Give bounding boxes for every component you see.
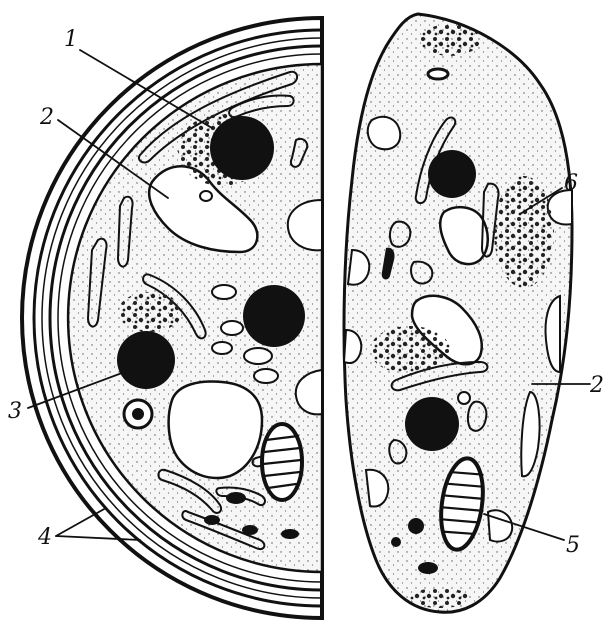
- right-dark-body-mid: [405, 397, 459, 451]
- label-1: 1: [64, 27, 78, 52]
- right-dark-body-top: [428, 150, 476, 198]
- left-cell: [22, 18, 322, 618]
- left-vesicle-4: [244, 348, 272, 364]
- right-small-body: [428, 69, 448, 79]
- leader-4a: [56, 508, 106, 536]
- right-granules-bottom: [410, 588, 470, 608]
- right-granules-6: [494, 176, 554, 288]
- label-3: 3: [8, 399, 22, 424]
- right-granules-mid: [370, 326, 450, 374]
- left-vacuole: [169, 382, 262, 478]
- right-dark-body-tiny: [418, 562, 438, 574]
- label-2-left: 2: [39, 105, 54, 130]
- right-vacuole-top: [368, 117, 400, 149]
- left-vesicle-1: [212, 285, 236, 299]
- left-vesicle-3: [212, 342, 232, 354]
- right-ring-small: [458, 392, 470, 404]
- left-dark-body-top: [210, 116, 274, 180]
- left-small-blob-1: [226, 492, 246, 504]
- label-4: 4: [37, 525, 52, 550]
- right-notch-4: [348, 250, 369, 285]
- right-granules-top: [420, 24, 480, 56]
- left-vesicle-6: [200, 191, 212, 201]
- left-vesicle-2: [221, 321, 243, 335]
- left-vesicle-5: [254, 369, 278, 383]
- left-small-blob-2: [242, 525, 258, 535]
- left-ring-core: [132, 408, 144, 420]
- right-cell: [344, 14, 572, 612]
- left-granules-mid: [118, 292, 182, 332]
- label-6: 6: [564, 171, 578, 196]
- left-dark-body-mid: [243, 285, 305, 347]
- left-dark-body-left: [117, 331, 175, 389]
- right-dark-body-small: [408, 518, 424, 534]
- label-2-right: 2: [589, 373, 604, 398]
- right-dark-dot: [391, 537, 401, 547]
- left-small-blob-3: [204, 515, 220, 525]
- label-5: 5: [566, 533, 580, 558]
- left-small-blob-4: [281, 529, 299, 539]
